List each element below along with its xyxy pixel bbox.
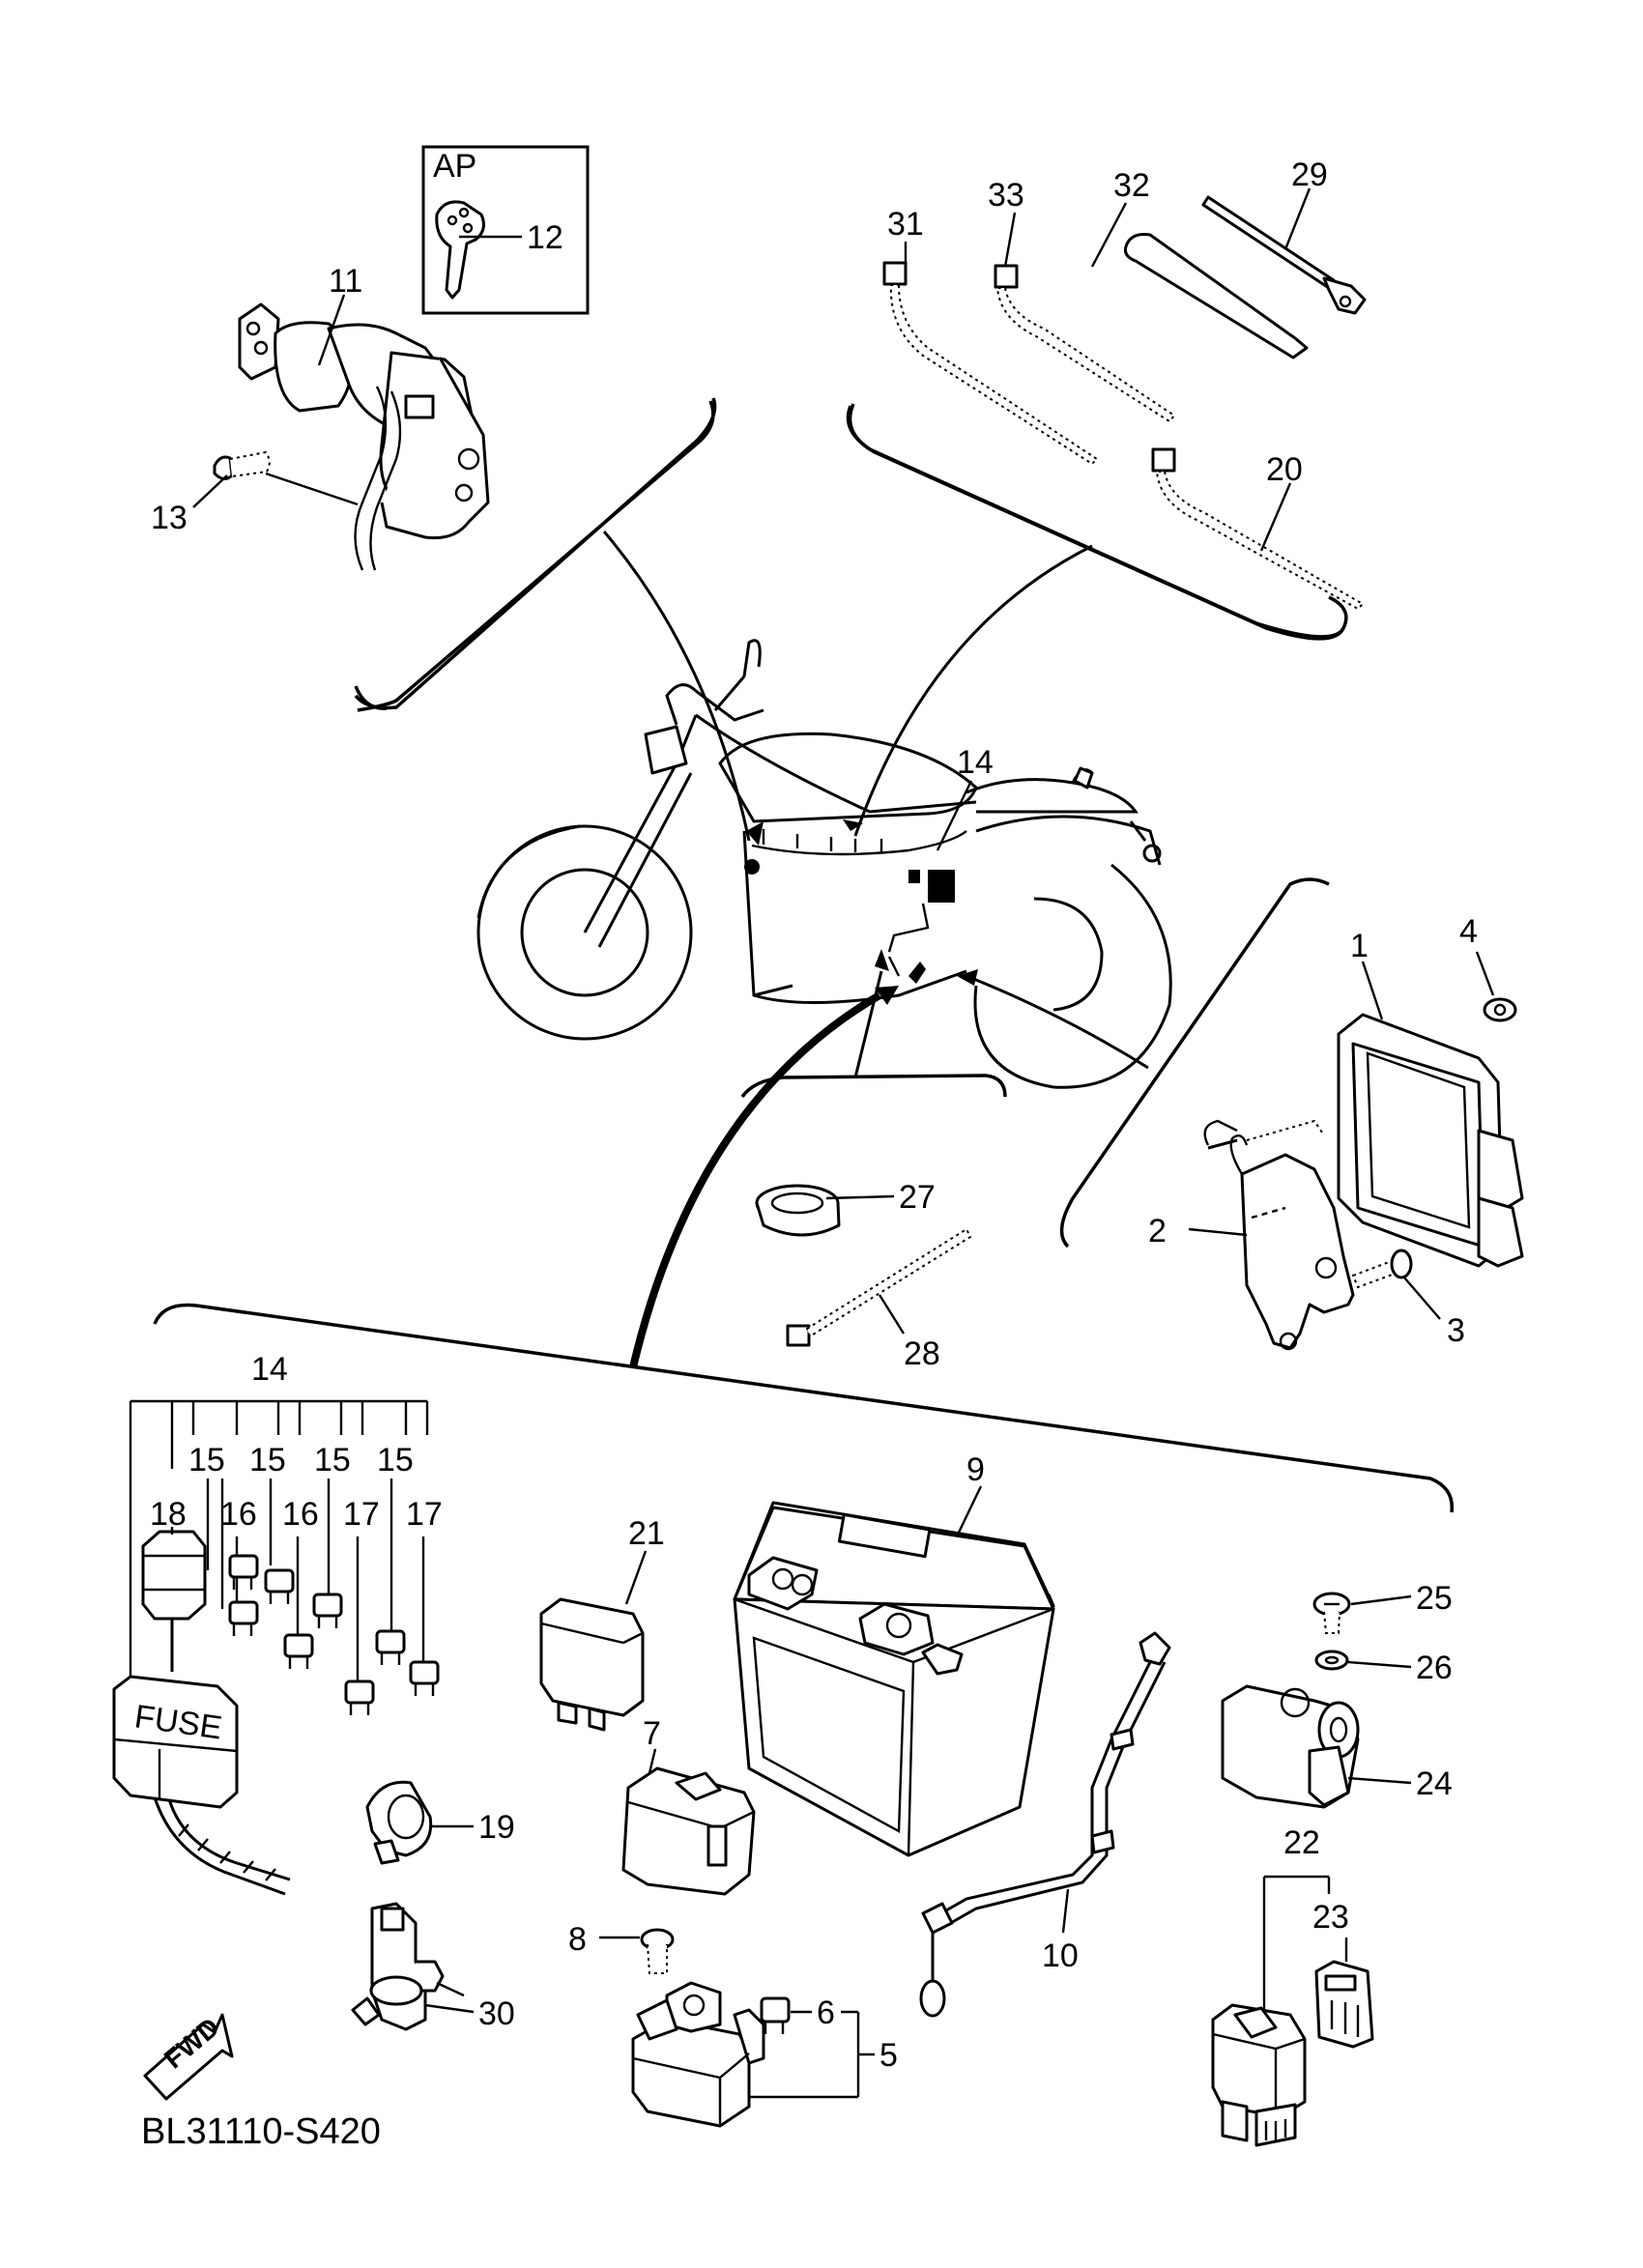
leader-right-group — [853, 544, 1093, 837]
bolt-8: 8 — [568, 1921, 675, 1974]
callout-4: 4 — [1459, 913, 1478, 950]
callout-10: 10 — [1042, 1938, 1079, 1974]
fuse-harness-group: 14 15 15 15 15 18 16 16 17 17 — [112, 1351, 443, 1896]
callout-31: 31 — [887, 206, 924, 243]
callout-3: 3 — [1447, 1312, 1465, 1349]
leader-14-bike — [936, 780, 973, 851]
callout-6: 6 — [817, 1995, 835, 2031]
leader-left-group — [602, 531, 751, 842]
callout-2: 2 — [1148, 1213, 1167, 1249]
fuse-set — [228, 1554, 440, 1715]
callout-17a: 17 — [343, 1496, 380, 1533]
battery-cable-10: 10 — [919, 1631, 1171, 2018]
callout-20: 20 — [1266, 451, 1303, 488]
callout-12: 12 — [527, 219, 563, 256]
sensor-24-group: 25 26 24 — [1221, 1580, 1453, 1809]
starter-relay-5: 6 5 — [631, 1981, 898, 2128]
motorcycle-outline — [476, 639, 1172, 1089]
callout-33: 33 — [988, 177, 1024, 214]
callout-1: 1 — [1350, 928, 1369, 964]
callout-28: 28 — [904, 1335, 940, 1372]
callout-13: 13 — [151, 500, 187, 536]
bottom-group-outline — [153, 1303, 1455, 1513]
callout-21: 21 — [628, 1515, 665, 1552]
callout-15a: 15 — [188, 1442, 225, 1479]
callout-9: 9 — [966, 1451, 985, 1488]
callout-11: 11 — [329, 263, 362, 300]
callout-23: 23 — [1312, 1899, 1349, 1936]
callout-16b: 16 — [282, 1496, 319, 1533]
callout-17b: 17 — [406, 1496, 443, 1533]
callout-29: 29 — [1291, 157, 1328, 193]
callout-30: 30 — [478, 1995, 515, 2032]
leader-bottom-group — [629, 991, 882, 1368]
ignition-switch-group: 13 11 — [151, 263, 715, 712]
callout-16a: 16 — [220, 1496, 257, 1533]
callout-19: 19 — [478, 1809, 515, 1846]
callout-5: 5 — [879, 2037, 898, 2074]
callout-18: 18 — [150, 1496, 187, 1533]
ecu-bracket-group: 1 4 2 3 — [957, 877, 1524, 1351]
callout-27: 27 — [899, 1179, 936, 1216]
callout-26: 26 — [1416, 1650, 1453, 1686]
clamp-30: 30 — [351, 1902, 515, 2032]
callout-32: 32 — [1113, 167, 1150, 204]
callout-25: 25 — [1416, 1580, 1453, 1617]
callout-14-group: 14 — [251, 1351, 288, 1388]
clamp-tie-group: 27 28 — [740, 949, 1007, 1372]
callout-15b: 15 — [249, 1442, 286, 1479]
outline-left-arc — [354, 397, 717, 710]
callout-14-bike: 14 — [957, 744, 994, 781]
outline-right-arc — [848, 403, 1345, 641]
clamp-19: 19 — [365, 1780, 515, 1865]
cable-ties-group: 31 33 32 29 20 — [846, 157, 1367, 639]
fwd-arrow-badge: FWD — [143, 2012, 234, 2101]
relay-21: 21 — [539, 1515, 665, 1732]
diagram-code: BL31110-S420 — [141, 2111, 381, 2152]
ap-label: AP — [433, 148, 476, 185]
callout-15c: 15 — [314, 1442, 351, 1479]
battery-9: 9 — [733, 1451, 1055, 1857]
ap-key-box: AP 12 — [421, 145, 590, 315]
callout-22: 22 — [1283, 1824, 1320, 1861]
callout-8: 8 — [568, 1921, 587, 1958]
callout-24: 24 — [1416, 1766, 1453, 1802]
connector-22-23-group: 22 23 — [1211, 1824, 1374, 2147]
callout-7: 7 — [643, 1715, 661, 1752]
callout-15d: 15 — [377, 1442, 414, 1479]
starter-relay-cover-7: 7 — [621, 1715, 756, 1896]
